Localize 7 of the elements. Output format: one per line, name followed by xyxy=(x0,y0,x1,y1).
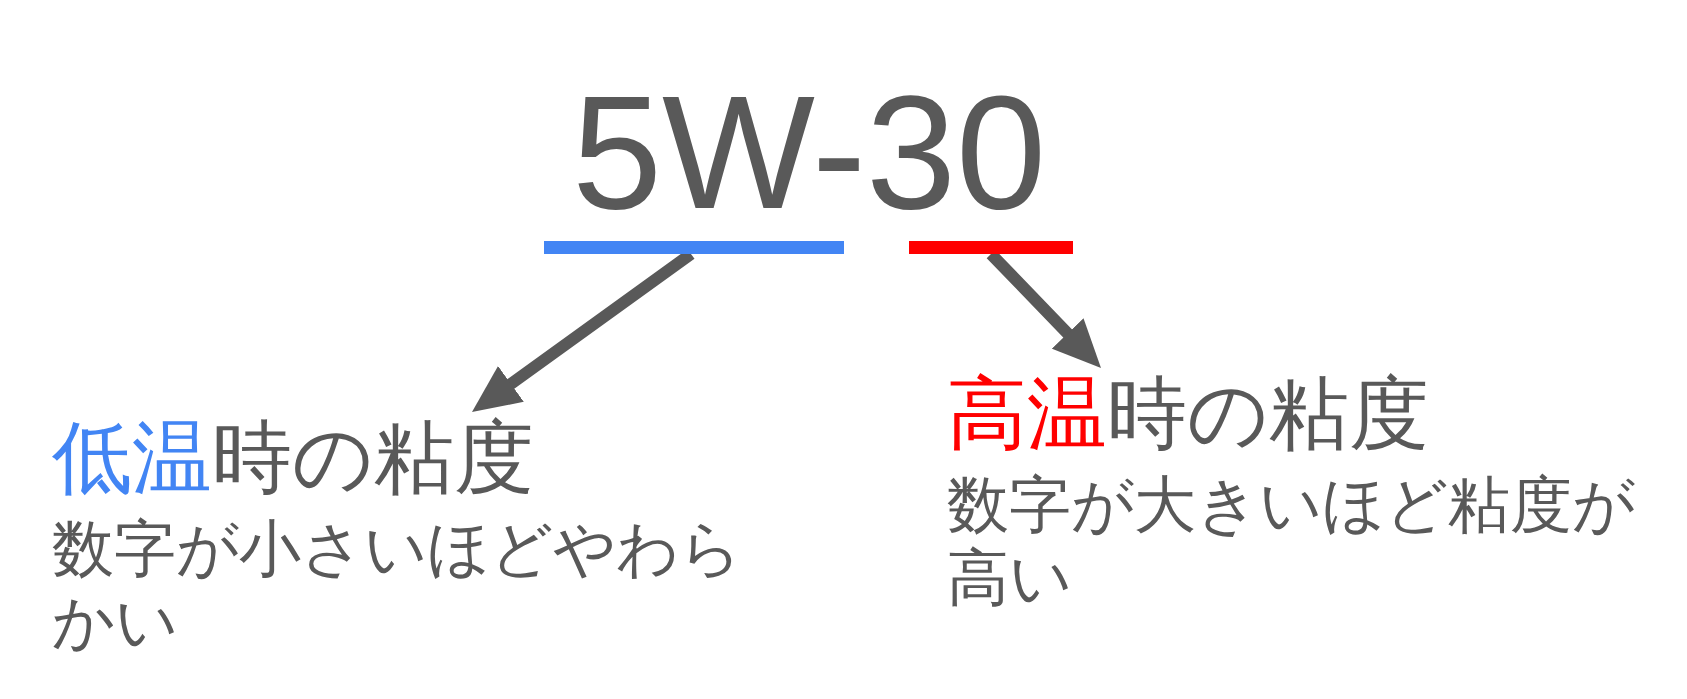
heading-text: 低温時の粘度 xyxy=(52,412,535,504)
underline-bar xyxy=(544,241,844,254)
underline-bar xyxy=(909,241,1073,254)
heading-text: 高温時の粘度 xyxy=(947,368,1430,460)
title: 5W-30 xyxy=(572,71,1047,233)
description-text: 数字が大きいほど粘度が高い xyxy=(947,469,1636,614)
description-text: 数字が小さいほどやわらかい xyxy=(52,513,743,658)
